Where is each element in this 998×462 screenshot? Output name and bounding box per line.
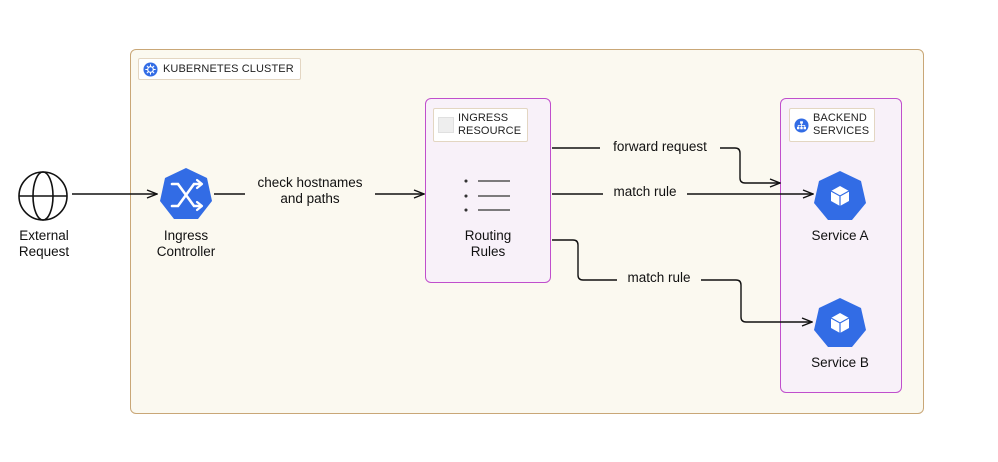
ingress-resource-tag: INGRESS RESOURCE [433,108,528,142]
edge-label-check-hostnames: check hostnames and paths [245,175,375,207]
edge-label-forward-request: forward request [600,139,720,155]
ingress-resource-icon [438,117,454,133]
service-a-label: Service A [811,228,869,243]
service-a-icon [814,171,866,220]
ingress-resource-label: INGRESS RESOURCE [458,112,522,137]
cluster-label: KUBERNETES CLUSTER [163,63,294,75]
service-b-label: Service B [811,355,869,370]
edge-label-match-rule-a: match rule [603,184,687,200]
backend-services-tag: BACKEND SERVICES [789,108,875,142]
ingress-controller-icon [160,168,212,219]
edge-label-match-rule-b: match rule [617,270,701,286]
backend-services-label: BACKEND SERVICES [813,112,870,137]
ingress-controller-label: Ingress Controller [156,228,216,259]
cluster-label-tag: KUBERNETES CLUSTER [138,58,301,80]
list-icon [464,179,510,212]
service-b-icon [814,298,866,347]
kubernetes-icon [143,61,158,77]
routing-rules-label: Routing Rules [464,228,512,259]
backend-services-icon [794,117,809,133]
edge-forward-request [552,147,780,183]
globe-icon [18,171,68,221]
external-request-label: External Request [18,228,70,259]
